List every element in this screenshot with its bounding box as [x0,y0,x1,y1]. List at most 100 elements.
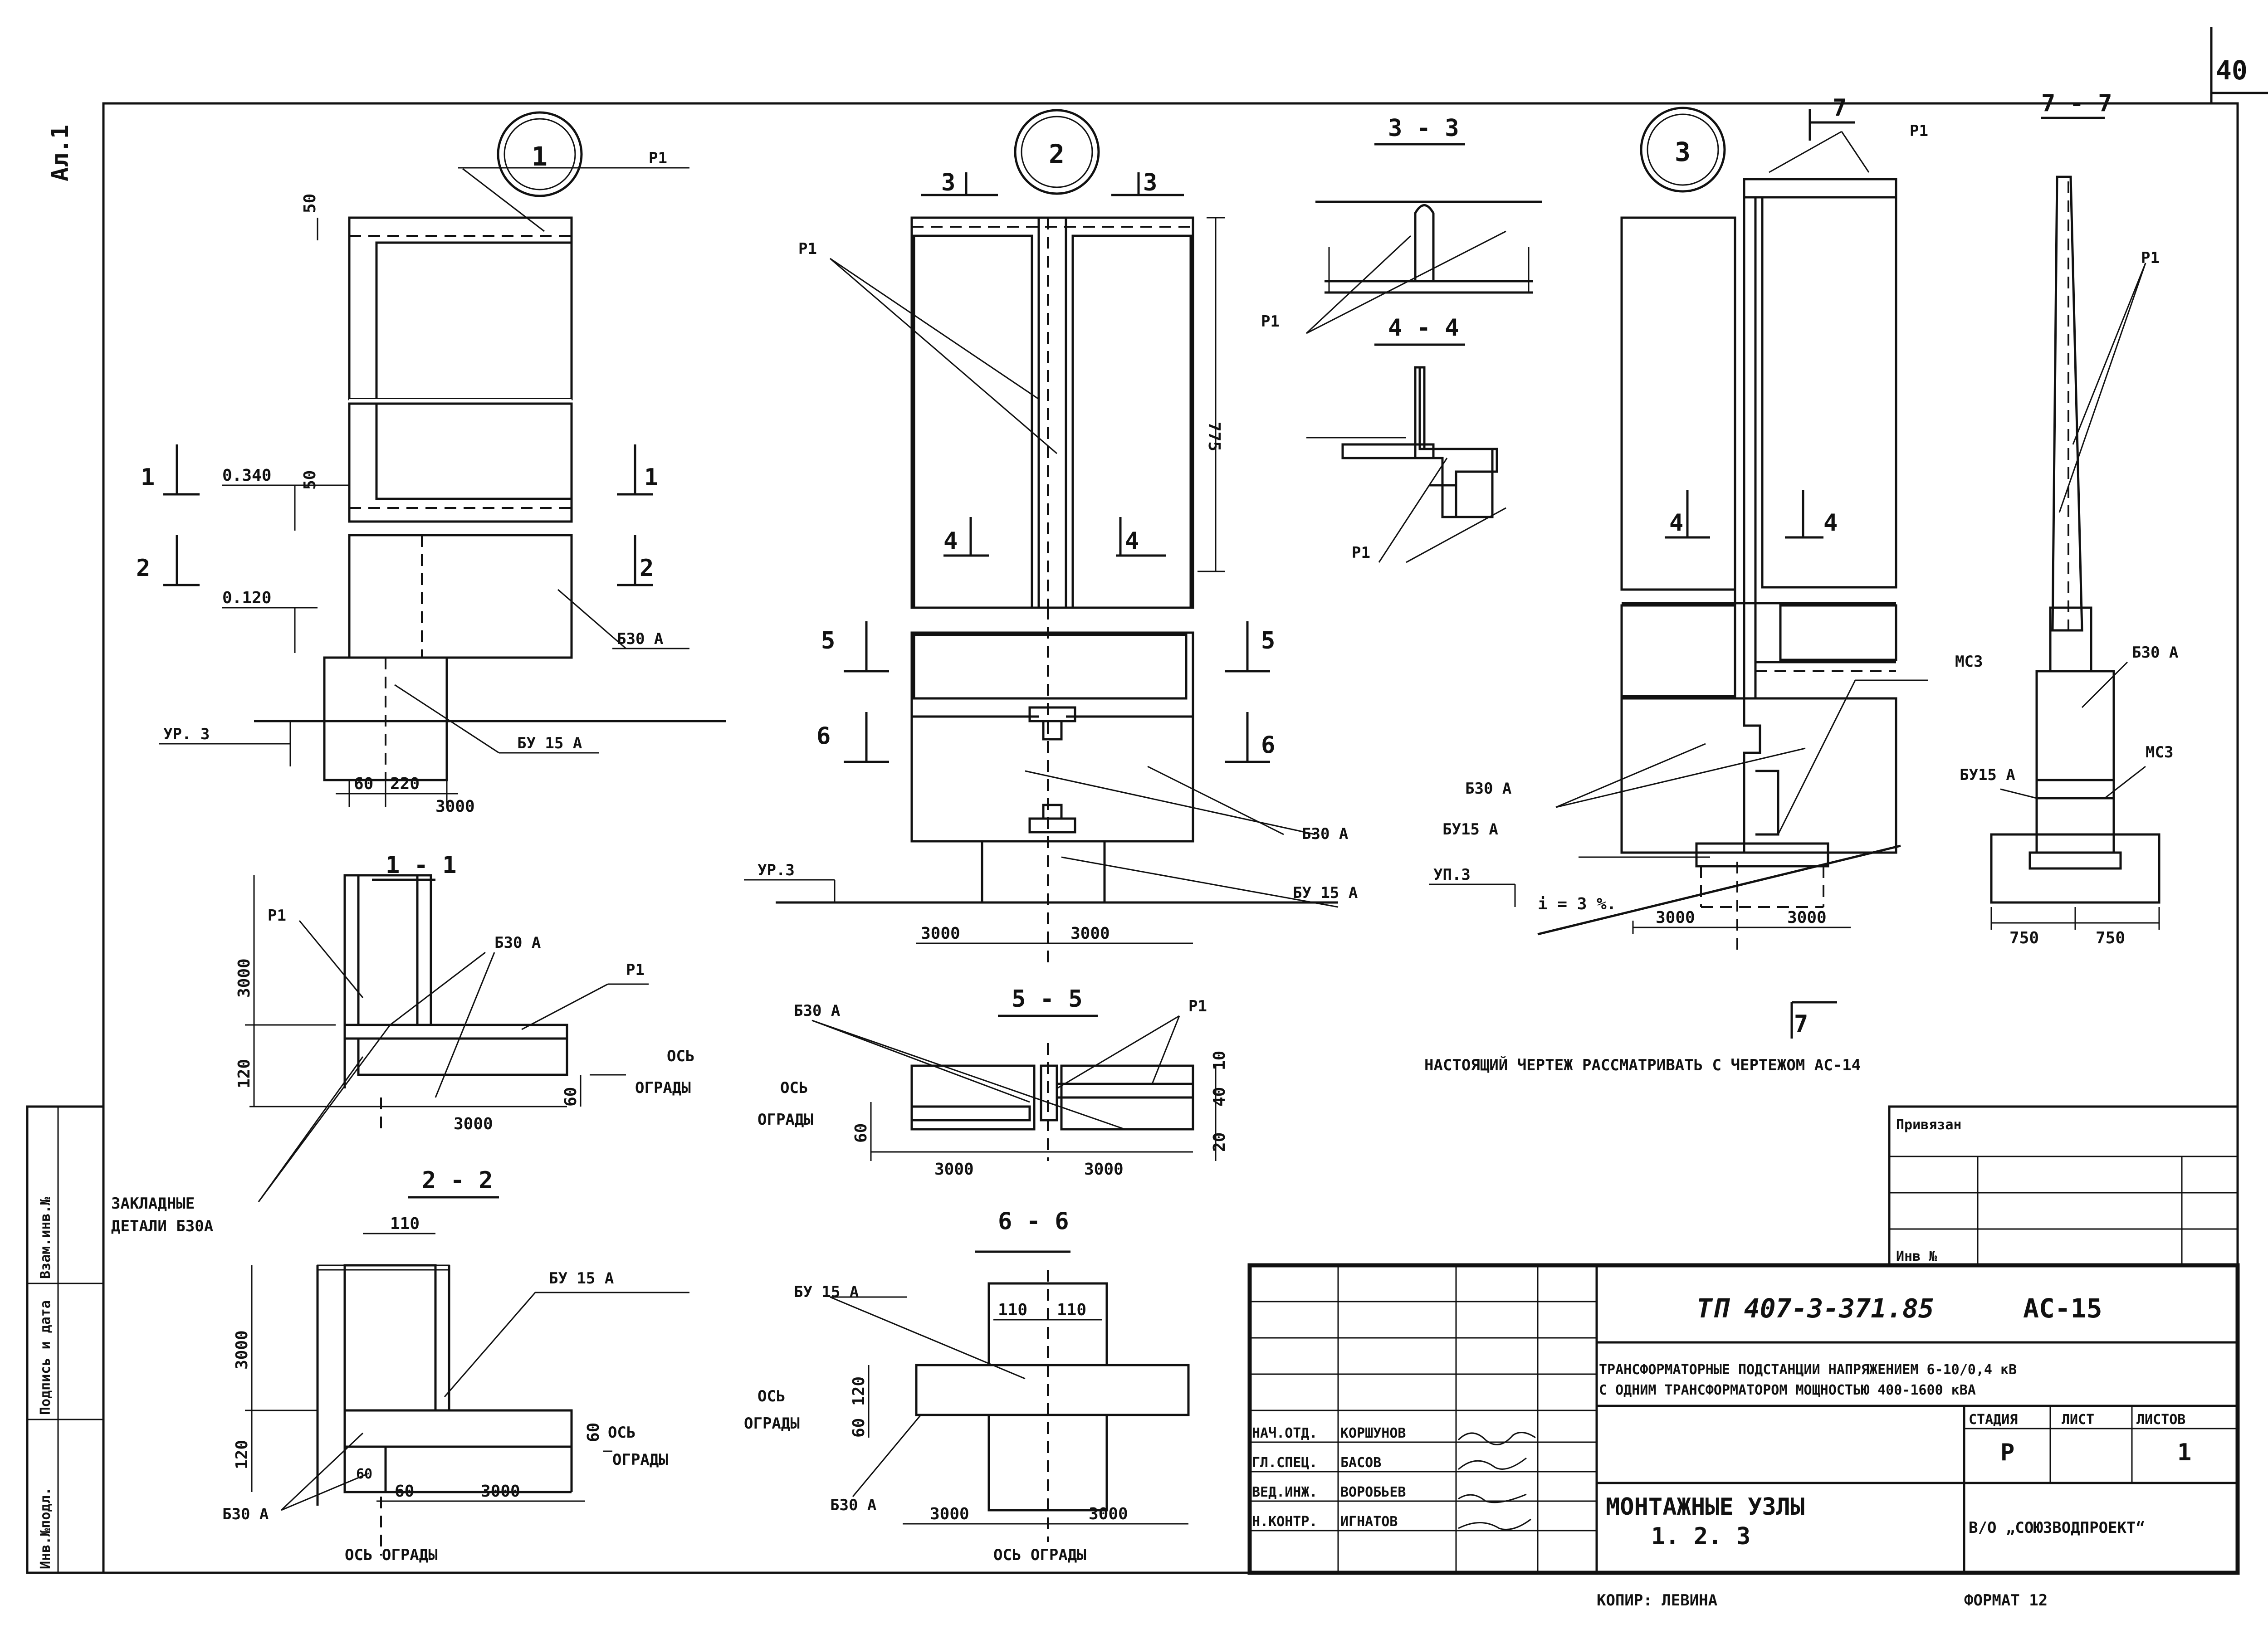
title-staff-name-2: БАСОВ [1340,1455,1381,1471]
title-copied: КОПИР: ЛЕВИНА [1597,1591,1717,1610]
title-staff-name-1: КОРШУНОВ [1340,1425,1406,1441]
node-3-cut-4b: 4 [1823,509,1838,537]
title-staff-role-1: НАЧ.ОТД. [1252,1425,1318,1441]
node-2-label-bu15a: БУ 15 А [1293,884,1358,902]
section-4-4 [1306,343,1506,563]
node-1-cut-1b: 1 [644,464,658,491]
section-5-5-label-b30a: Б30 А [794,1002,840,1020]
section-2-2-title: 2 - 2 [422,1167,493,1194]
title-sheets: 1 [2177,1439,2191,1466]
node-2-label-level: УР.3 [758,861,795,879]
title-stage: Р [2000,1439,2014,1466]
section-2-2-dim-60-v: 60 [584,1423,603,1442]
node-3-label-level: УП.3 [1433,866,1471,884]
section-1-1-dim-3000-v: 3000 [235,958,254,998]
section-5-5-dim-3000-left: 3000 [934,1160,974,1179]
section-7-7-title: 7 - 7 [2041,90,2112,117]
section-2-2-axis-fence: ОСЬ ОГРАДЫ [345,1546,438,1564]
section-1-1-fence: ОГРАДЫ [635,1079,691,1097]
title-sheet-code: АС-15 [2023,1293,2102,1324]
title-sheet-title2: 1. 2. 3 [1651,1523,1750,1550]
title-project-line1: ТРАНСФОРМАТОРНЫЕ ПОДСТАНЦИИ НАПРЯЖЕНИЕМ … [1599,1362,2017,1378]
node-3-dim-3000-right: 3000 [1787,908,1827,927]
node-3-label-b30a: Б30 А [1465,780,1511,798]
title-staff-role-3: ВЕД.ИНЖ. [1252,1484,1318,1500]
node-2-cut-6a: 6 [816,722,831,750]
title-sheet-header: ЛИСТ [2062,1412,2094,1428]
section-6-6-dim-3000-left: 3000 [930,1505,969,1523]
side-stamp [26,1105,105,1574]
sheet-number: 40 [2216,55,2248,86]
section-1-1-title: 1 - 1 [386,852,457,879]
section-5-5-dim-20: 20 [1210,1132,1229,1152]
title-format: ФОРМАТ 12 [1964,1591,2048,1610]
section-2-2-fence: ОГРАДЫ [612,1451,668,1469]
section-5-5-label-r1: Р1 [1188,997,1207,1015]
side-stamp-inv: Инв.№подл. [38,1487,54,1569]
section-5-5-title: 5 - 5 [1012,985,1083,1013]
section-6-6-dim-120: 120 [850,1376,868,1406]
section-1-1-dim-60: 60 [562,1087,580,1107]
node-2-circle: 2 [1049,139,1065,170]
section-7-7-label-bu15a: БУ15 А [1960,766,2015,784]
bound-stamp-label: Привязан [1896,1117,1962,1133]
section-4-4-label-r1: Р1 [1352,544,1370,562]
node-2-cut-6b: 6 [1261,732,1275,759]
node-1-dim-50-mid: 50 [301,470,319,490]
section-2-2-axis: ОСЬ [608,1424,635,1442]
node-1-dim-3000: 3000 [435,797,475,816]
node-3-label-ms3: МС3 [1955,653,1983,671]
section-5-5-fence: ОГРАДЫ [758,1111,813,1129]
section-7-7-label-ms3: МС3 [2146,743,2173,761]
section-2-2-dim-60-h: 60 [395,1482,414,1501]
node-1-label-b30a: Б30 А [617,630,663,648]
node-3-cut-7-bottom: 7 [1794,1010,1808,1038]
bound-stamp-inv: Инв № [1896,1249,1937,1264]
node-2-label-b30a: Б30 А [1302,825,1348,843]
section-3-3-label-r1: Р1 [1261,312,1280,331]
node-2-dim-3000-right: 3000 [1070,924,1110,943]
node-2-dim-3000-left: 3000 [921,924,960,943]
note-main: НАСТОЯЩИЙ ЧЕРТЕЖ РАССМАТРИВАТЬ С ЧЕРТЕЖО… [1424,1056,1861,1074]
section-6-6-dim-110-left: 110 [998,1301,1027,1319]
section-1-1-label-b30a: Б30 А [494,934,541,952]
note-embedded-line2: ДЕТАЛИ Б30А [111,1217,213,1235]
section-6-6-axis: ОСЬ [758,1387,785,1405]
side-stamp-replace: Взам.инв.№ [38,1196,54,1279]
section-3-3-title: 3 - 3 [1388,115,1459,142]
section-7-7-dim-750-left: 750 [2009,929,2039,947]
section-6-6-dim-3000-right: 3000 [1089,1505,1128,1523]
node-1-label-level: УР. 3 [163,725,210,743]
section-6-6-fence: ОГРАДЫ [744,1415,800,1433]
section-1-1-dim-120: 120 [235,1059,254,1088]
node-3 [1429,107,1928,1039]
section-6-6-title: 6 - 6 [998,1208,1069,1235]
node-3-dim-3000-left: 3000 [1656,908,1695,927]
title-project-line2: С ОДНИМ ТРАНСФОРМАТОРОМ МОЩНОСТЬЮ 400-16… [1599,1382,1976,1398]
section-7-7-label-r1: Р1 [2141,249,2160,267]
node-1-dim-220: 220 [390,775,420,793]
section-1-1-dim-3000-h: 3000 [454,1115,493,1133]
node-2-cut-4a: 4 [943,527,958,555]
node-3-circle: 3 [1675,137,1691,167]
section-2-2-dim-3000-h: 3000 [481,1482,520,1501]
title-block [1247,1263,2240,1575]
section-7-7 [1990,117,2160,930]
section-1-1-label-r1-b: Р1 [626,961,645,979]
section-2-2-label-bu15a: БУ 15 А [549,1269,614,1288]
node-3-cut-7-top: 7 [1833,94,1847,122]
section-2-2-dim-110: 110 [390,1215,420,1233]
section-2-2-label-b30a: Б30 А [222,1505,269,1523]
section-6-6-label-bu15a: БУ 15 А [794,1283,859,1301]
section-5-5-dim-3000-right: 3000 [1084,1160,1124,1179]
node-1-label-bu15a: БУ 15 А [517,734,582,752]
section-3-3 [1305,143,1542,334]
section-7-7-dim-750-right: 750 [2096,929,2125,947]
node-1-dim-60: 60 [354,775,373,793]
title-staff-role-4: Н.КОНТР. [1252,1514,1318,1530]
title-staff-role-2: ГЛ.СПЕЦ. [1252,1455,1318,1471]
side-stamp-sign: Подпись и дата [38,1300,54,1415]
margin-label: Ал.1 [47,125,74,181]
section-5-5-dim-40: 40 [1210,1087,1229,1107]
